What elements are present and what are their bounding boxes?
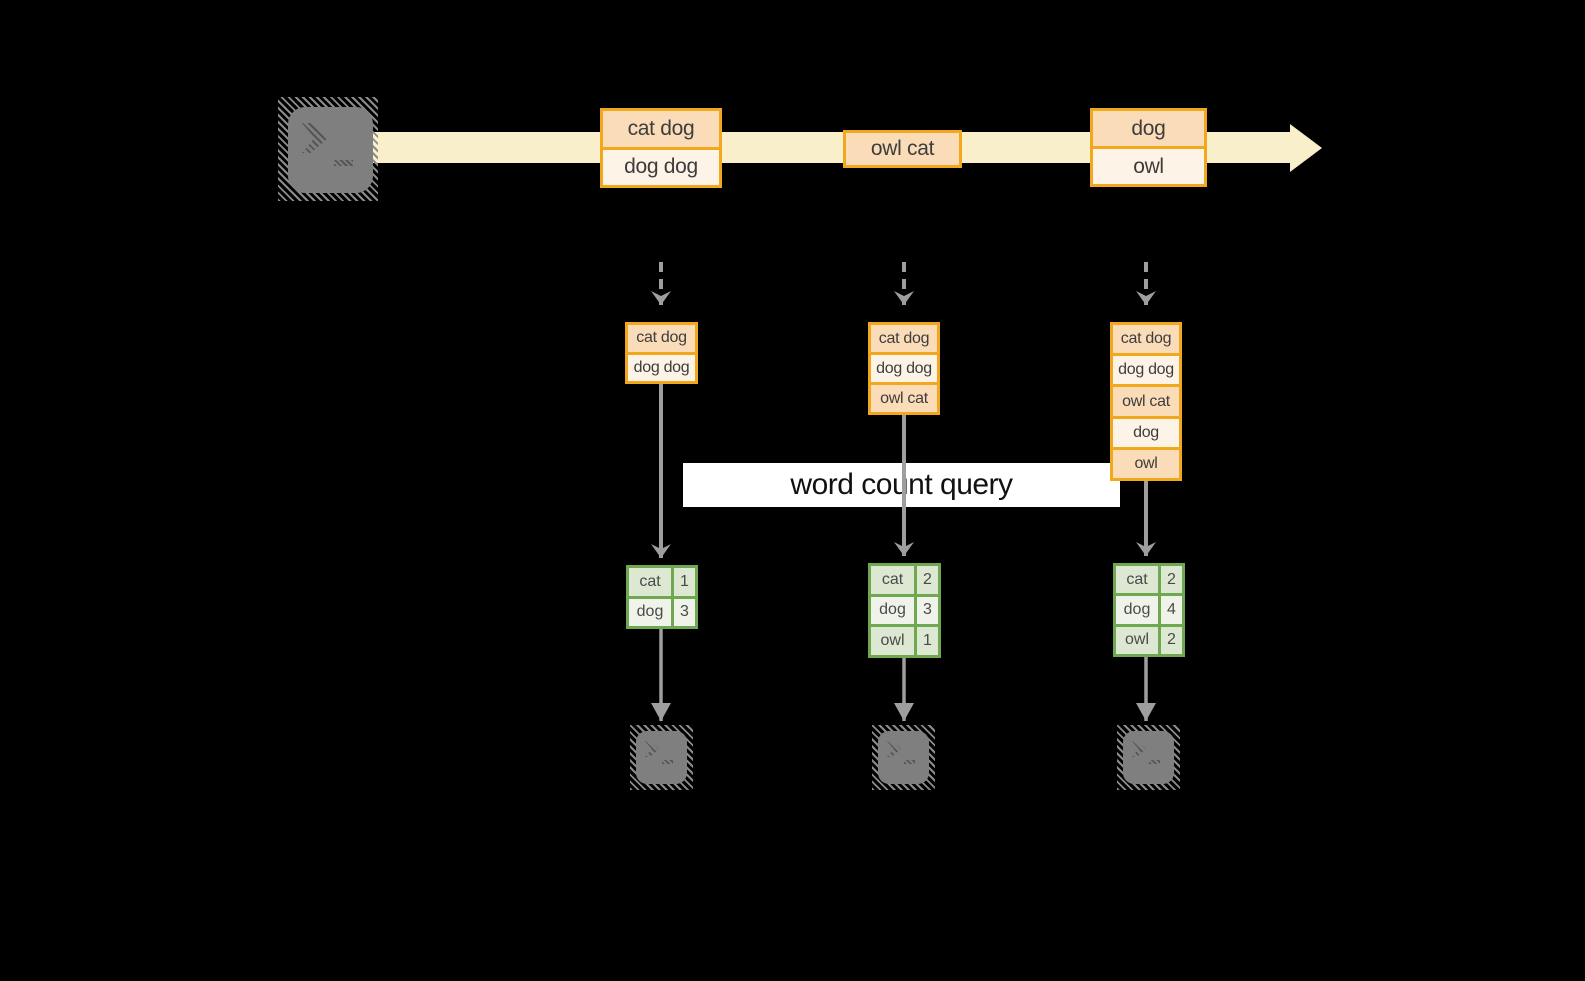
event-cell: cat dog bbox=[603, 111, 719, 150]
event-cell: dog bbox=[1113, 418, 1179, 450]
input-snapshot-3: cat dog dog dog owl cat dog owl bbox=[1110, 322, 1182, 481]
sink-terminal-icon-3 bbox=[1117, 725, 1180, 790]
result-table-3: cat 2 dog 4 owl 2 bbox=[1113, 563, 1185, 657]
prompt-underscore-icon bbox=[334, 160, 353, 166]
input-snapshot-2: cat dog dog dog owl cat bbox=[868, 322, 940, 415]
word-cell: owl bbox=[871, 627, 914, 655]
stream-batch-2: owl cat bbox=[843, 130, 962, 168]
sink-terminal-icon-2 bbox=[872, 725, 935, 790]
count-cell: 1 bbox=[674, 568, 695, 596]
prompt-underscore-icon bbox=[662, 760, 673, 764]
sink-terminal-icon-1 bbox=[630, 725, 693, 790]
terminal-screen bbox=[288, 107, 373, 193]
word-cell: dog bbox=[1116, 596, 1158, 624]
count-cell: 4 bbox=[1161, 596, 1182, 624]
event-cell: dog dog bbox=[628, 354, 695, 381]
event-cell: dog dog bbox=[603, 149, 719, 185]
event-cell: owl bbox=[1093, 149, 1204, 184]
count-cell: 3 bbox=[674, 598, 695, 626]
event-cell: cat dog bbox=[871, 325, 937, 355]
count-cell: 2 bbox=[1161, 626, 1182, 654]
terminal-screen bbox=[1123, 731, 1174, 784]
count-cell: 1 bbox=[917, 627, 938, 655]
terminal-screen bbox=[636, 731, 687, 784]
query-label: word count query bbox=[790, 468, 1013, 501]
result-table-1: cat 1 dog 3 bbox=[626, 565, 698, 629]
event-cell: owl bbox=[1113, 449, 1179, 479]
terminal-screen bbox=[878, 731, 929, 784]
event-cell: owl cat bbox=[1113, 387, 1179, 419]
prompt-underscore-icon bbox=[904, 760, 915, 764]
event-cell: dog bbox=[1093, 111, 1204, 149]
word-cell: dog bbox=[629, 598, 671, 626]
event-cell: cat dog bbox=[628, 325, 695, 355]
word-cell: cat bbox=[871, 566, 914, 594]
count-cell: 2 bbox=[917, 566, 938, 594]
event-cell: dog dog bbox=[1113, 356, 1179, 388]
event-cell: dog dog bbox=[871, 355, 937, 385]
word-cell: dog bbox=[871, 596, 914, 625]
stream-batch-3: dog owl bbox=[1090, 108, 1207, 187]
word-cell: cat bbox=[629, 568, 671, 596]
word-cell: cat bbox=[1116, 566, 1158, 594]
source-terminal-icon bbox=[278, 97, 378, 201]
stream-batch-1: cat dog dog dog bbox=[600, 108, 722, 188]
word-cell: owl bbox=[1116, 626, 1158, 654]
event-cell: owl cat bbox=[846, 133, 959, 165]
count-cell: 2 bbox=[1161, 566, 1182, 594]
input-snapshot-1: cat dog dog dog bbox=[625, 322, 698, 384]
stream-timeline-arrowhead-icon bbox=[1290, 124, 1322, 172]
event-cell: owl cat bbox=[871, 385, 937, 412]
query-banner: word count query bbox=[683, 463, 1120, 507]
event-cell: cat dog bbox=[1113, 325, 1179, 357]
result-table-2: cat 2 dog 3 owl 1 bbox=[868, 563, 941, 658]
count-cell: 3 bbox=[917, 596, 938, 625]
prompt-underscore-icon bbox=[1149, 760, 1160, 764]
